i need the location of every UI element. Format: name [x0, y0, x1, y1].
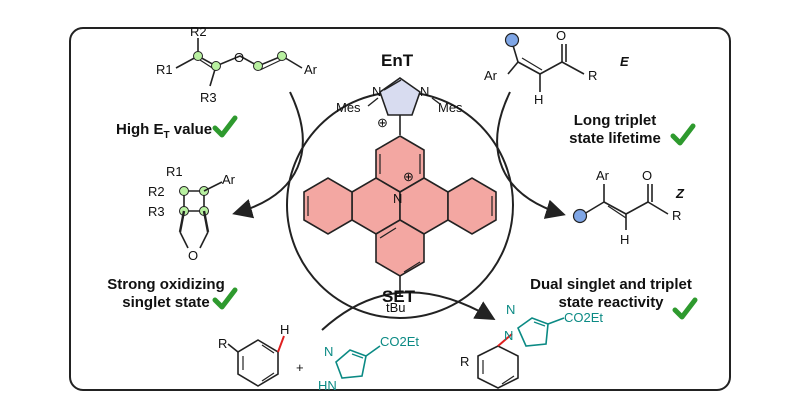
aryl-label: Ar [304, 62, 318, 77]
product-r-label: R [460, 354, 469, 369]
plus-sign: + [296, 360, 304, 375]
imidazole-n-right: N [420, 84, 429, 99]
diene-substrate: R2 R1 R3 O Ar [156, 24, 318, 105]
imidazole-n-left: N [372, 84, 381, 99]
arrow-right-ent [496, 91, 566, 219]
acridinium-catalyst: N N Mes Mes ⊕ N ⊕ tBu [303, 77, 497, 315]
z-carbonyl-o: O [642, 168, 652, 183]
imidazolium-plus: ⊕ [377, 115, 388, 130]
mes-right-label: Mes [438, 100, 463, 115]
pyrazole-ester: CO2Et [380, 334, 419, 349]
pyrazole-hn: HN [318, 378, 337, 393]
arrow-left-ent [232, 91, 304, 219]
arene-reactant: R H [218, 322, 289, 387]
z-enone: Ar O H R Z [572, 168, 685, 247]
r3-label: R3 [200, 90, 217, 105]
arylpyrazole-product: R N N CO2Et [460, 302, 603, 389]
e-enone: O Ar H R E [484, 28, 629, 107]
scheme-frame [69, 27, 731, 391]
z-aryl-label: Ar [596, 168, 610, 183]
caption-high-et-prefix: High E [116, 121, 164, 138]
caption-high-et-suffix: value [169, 121, 213, 138]
caption-long-triplet-line2: state lifetime [569, 130, 661, 147]
e-h-label: H [534, 92, 543, 107]
cb-r2-label: R2 [148, 184, 165, 199]
ent-label: EnT [381, 51, 414, 70]
mes-left-label: Mes [336, 100, 361, 115]
cyclobutane-product: R1 R2 R3 Ar O [148, 164, 236, 263]
cb-r1-label: R1 [166, 164, 183, 179]
z-h-label: H [620, 232, 629, 247]
cb-r3-label: R3 [148, 204, 165, 219]
z-r-label: R [672, 208, 681, 223]
product-n1: N [506, 302, 515, 317]
check-icon [670, 123, 696, 146]
product-ester: CO2Et [564, 310, 603, 325]
e-aryl-label: Ar [484, 68, 498, 83]
caption-dual-reactivity-line2: state reactivity [558, 294, 664, 311]
caption-strong-oxidizing: Strong oxidizing singlet state [96, 276, 236, 312]
arrow-set [321, 291, 496, 331]
e-isomer-label: E [620, 54, 629, 69]
arene-h-label: H [280, 322, 289, 337]
r2-label: R2 [190, 24, 207, 39]
e-carbonyl-o: O [556, 28, 566, 43]
caption-long-triplet: Long triplet state lifetime [560, 112, 670, 148]
arene-r-label: R [218, 336, 227, 351]
set-label: SET [382, 287, 416, 306]
caption-high-et-sub: T [163, 130, 170, 141]
caption-strong-oxidizing-line1: Strong oxidizing [107, 276, 225, 293]
pyrazole-n: N [324, 344, 333, 359]
check-icon [212, 115, 238, 138]
ether-o: O [234, 50, 244, 65]
pyrazole-reactant: N HN CO2Et [318, 334, 419, 393]
caption-dual-reactivity-line1: Dual singlet and triplet [530, 276, 692, 293]
z-isomer-label: Z [675, 186, 685, 201]
e-r-label: R [588, 68, 597, 83]
r1-label: R1 [156, 62, 173, 77]
check-icon [672, 297, 698, 320]
tbu-label: tBu [386, 300, 406, 315]
acridinium-n: N [393, 191, 402, 206]
cb-o-label: O [188, 248, 198, 263]
caption-long-triplet-line1: Long triplet [573, 112, 657, 129]
cb-aryl-label: Ar [222, 172, 236, 187]
product-n2: N [504, 328, 513, 343]
acridinium-plus: ⊕ [403, 169, 414, 184]
check-icon [212, 287, 238, 310]
caption-strong-oxidizing-line2: singlet state [122, 294, 210, 311]
caption-dual-reactivity: Dual singlet and triplet state reactivit… [512, 276, 710, 312]
caption-high-et: High ET value [116, 121, 212, 145]
